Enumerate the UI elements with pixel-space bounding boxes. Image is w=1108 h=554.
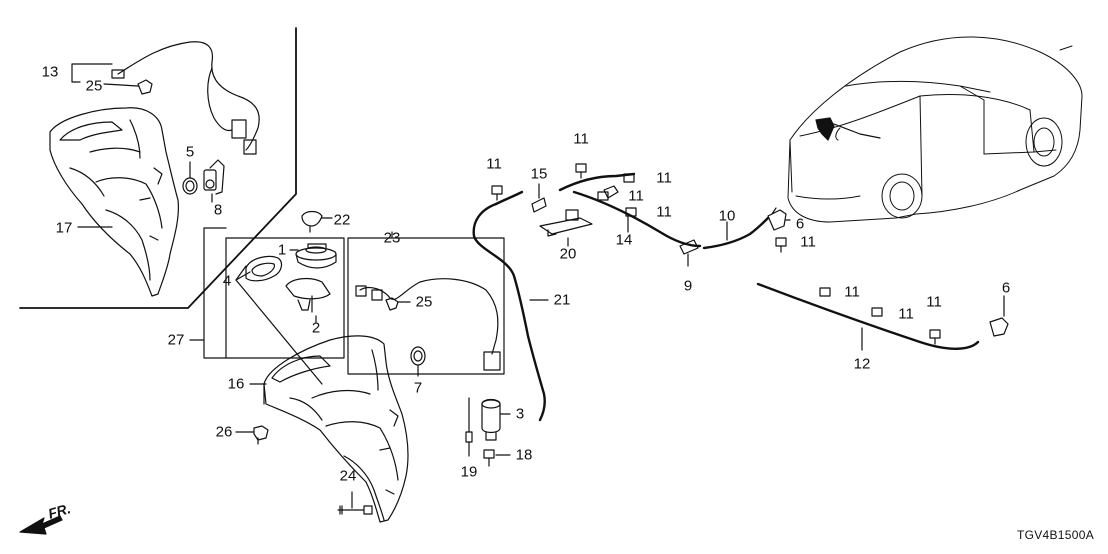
part-22-connector-a xyxy=(111,69,125,79)
part-22-connector-b xyxy=(231,119,247,139)
callout-14: 15 xyxy=(530,165,548,183)
callout-11-i: 11 xyxy=(926,293,942,311)
part-6-nozzle-b xyxy=(989,317,1009,337)
part-25-clip-a xyxy=(137,79,153,95)
part-18-joint xyxy=(465,397,473,443)
callout-22: 13 xyxy=(41,63,59,81)
part-2-retainer xyxy=(285,277,331,313)
part-11-clip-b xyxy=(575,163,587,179)
callout-11-h: 11 xyxy=(898,305,914,323)
callout-16: 17 xyxy=(55,219,73,237)
callout-11-e: 11 xyxy=(656,203,672,221)
part-16-reservoir xyxy=(49,107,179,297)
callout-25-a: 25 xyxy=(85,77,103,95)
part-6-nozzle-a xyxy=(767,207,787,231)
part-21-group-box xyxy=(347,237,505,375)
part-15-reservoir xyxy=(263,335,409,523)
part-11-clip-d xyxy=(597,191,609,201)
callout-11-c: 11 xyxy=(656,169,672,187)
callout-11-d: 11 xyxy=(628,187,644,205)
callout-11-b: 11 xyxy=(573,130,589,148)
callout-12: 12 xyxy=(853,355,871,373)
part-26-clip xyxy=(253,425,269,445)
part-11-clip-i xyxy=(929,329,941,345)
callout-27: 27 xyxy=(167,331,185,349)
callout-2: 2 xyxy=(311,319,321,337)
part-11-clip-c xyxy=(623,173,635,183)
callout-10: 10 xyxy=(718,207,736,225)
part-11-clip-f xyxy=(775,237,787,253)
callout-5: 5 xyxy=(185,143,195,161)
part-25-clip-b xyxy=(385,297,399,311)
callout-6-b: 6 xyxy=(1001,279,1011,297)
callout-7: 7 xyxy=(413,379,423,397)
callout-11-f: 11 xyxy=(800,233,816,251)
part-19-bracket xyxy=(539,209,593,237)
part-13-hose xyxy=(558,172,636,192)
part-12-hose xyxy=(756,282,980,350)
part-21-harness xyxy=(359,278,499,355)
part-22-harness xyxy=(117,41,260,151)
part-8-joint xyxy=(679,239,699,267)
part-11-clip-h xyxy=(871,307,883,317)
part-1-cap xyxy=(295,243,337,269)
callout-13: 14 xyxy=(615,231,633,249)
part-9-motor xyxy=(203,159,225,195)
part-11-clip-a xyxy=(491,185,503,201)
callout-8: 9 xyxy=(683,277,693,295)
callout-1: 1 xyxy=(277,241,287,259)
part-14-clip xyxy=(531,197,547,213)
callout-6-a: 6 xyxy=(795,215,805,233)
part-20-tube xyxy=(472,202,546,422)
callout-26: 26 xyxy=(215,423,233,441)
callout-21: 23 xyxy=(383,229,401,247)
callout-23: 24 xyxy=(339,467,357,485)
front-direction-arrow-icon xyxy=(19,515,63,535)
callout-20: 21 xyxy=(553,291,571,309)
part-21-connector xyxy=(483,351,501,371)
callout-24: 22 xyxy=(333,211,351,229)
callout-11-g: 11 xyxy=(844,283,860,301)
callout-25-b: 25 xyxy=(415,293,433,311)
part-4-seal xyxy=(245,255,283,282)
part-23-bolt xyxy=(337,491,373,515)
callout-18: 19 xyxy=(460,463,478,481)
callout-11-a: 11 xyxy=(486,155,502,173)
callout-19: 20 xyxy=(559,245,577,263)
part-24-clip xyxy=(301,210,323,233)
diagram-code: TGV4B1500A xyxy=(1016,528,1094,542)
callout-4: 4 xyxy=(222,272,232,290)
part-3-pump xyxy=(481,398,511,441)
part-7-grommet xyxy=(410,346,426,366)
callout-15: 16 xyxy=(227,375,245,393)
callout-9: 8 xyxy=(213,201,223,219)
part-17-bolt xyxy=(483,449,495,467)
callout-3: 3 xyxy=(515,405,525,423)
part-11-clip-e xyxy=(625,207,637,217)
part-27-group-box xyxy=(225,237,345,359)
vehicle-location-icon xyxy=(787,36,1083,223)
part-10-hose xyxy=(702,216,770,250)
part-11-clip-g xyxy=(819,287,831,297)
callout-17: 18 xyxy=(515,446,533,464)
